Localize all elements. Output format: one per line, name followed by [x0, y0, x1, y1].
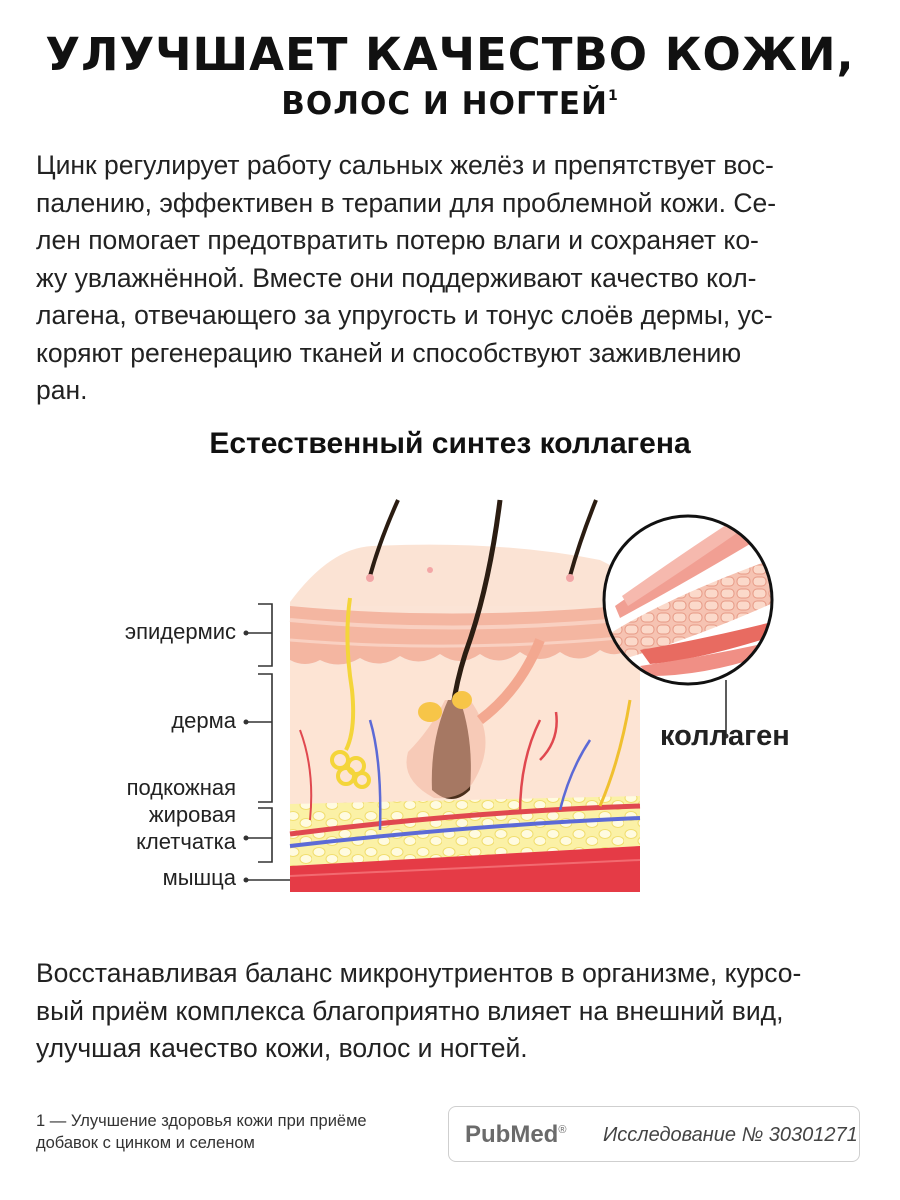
- intro-line: ран.: [36, 375, 88, 405]
- label-muscle: мышца: [162, 865, 236, 890]
- intro-line: палению, эффективен в терапии для пробле…: [36, 187, 777, 218]
- diagram-title: Естественный синтез коллагена: [209, 427, 691, 460]
- layer-brackets: [246, 603, 290, 881]
- outro-line: Восстанавливая баланс микронутриентов в …: [36, 958, 802, 988]
- footnote-line: 1 — Улучшение здоровья кожи при приёме: [36, 1112, 367, 1130]
- page-subtitle: ВОЛОС И НОГТЕЙ1: [0, 86, 900, 122]
- page-subtitle-text: ВОЛОС И НОГТЕЙ: [281, 86, 608, 122]
- study-reference: Исследование № 30301271: [603, 1124, 858, 1146]
- collagen-zoom: [602, 514, 774, 686]
- pubmed-logo: PubMed®: [465, 1121, 566, 1149]
- pubmed-logo-med: Med: [510, 1121, 559, 1148]
- label-collagen: коллаген: [660, 720, 790, 752]
- intro-line: жу увлажнённой. Вместе они поддерживают …: [36, 262, 757, 293]
- registered-mark: ®: [558, 1124, 567, 1136]
- label-epidermis: эпидермис: [124, 619, 236, 644]
- skin-diagram: [243, 499, 774, 892]
- label-subcutaneous-line: клетчатка: [136, 829, 236, 854]
- footnote-mark: 1: [607, 88, 619, 104]
- outro-line: вый приём комплекса благоприятно влияет …: [36, 995, 784, 1026]
- footnote: 1 — Улучшение здоровья кожи при приёме д…: [36, 1110, 436, 1154]
- intro-line: коряют регенерацию тканей и способствуют…: [36, 337, 742, 368]
- intro-line: лагена, отвечающего за упругость и тонус…: [36, 300, 773, 330]
- label-dermis: дерма: [171, 708, 236, 733]
- outro-paragraph: Восстанавливая баланс микронутриентов в …: [36, 955, 866, 1068]
- label-subcutaneous: подкожная жировая клетчатка: [90, 774, 236, 855]
- intro-line: лен помогает предотвратить потерю влаги …: [36, 225, 759, 255]
- intro-paragraph: Цинк регулирует работу сальных желёз и п…: [36, 147, 866, 410]
- footnote-line: добавок с цинком и селеном: [36, 1134, 255, 1152]
- pubmed-logo-pub: Pub: [465, 1121, 511, 1148]
- label-subcutaneous-line: подкожная: [126, 775, 236, 800]
- outro-line: улучшая качество кожи, волос и ногтей.: [36, 1033, 528, 1063]
- source-badge: PubMed® Исследование № 30301271: [448, 1106, 860, 1162]
- label-subcutaneous-line: жировая: [148, 802, 236, 827]
- intro-line: Цинк регулирует работу сальных желёз и п…: [36, 150, 774, 180]
- page-title: УЛУЧШАЕТ КАЧЕСТВО КОЖИ,: [45, 28, 855, 81]
